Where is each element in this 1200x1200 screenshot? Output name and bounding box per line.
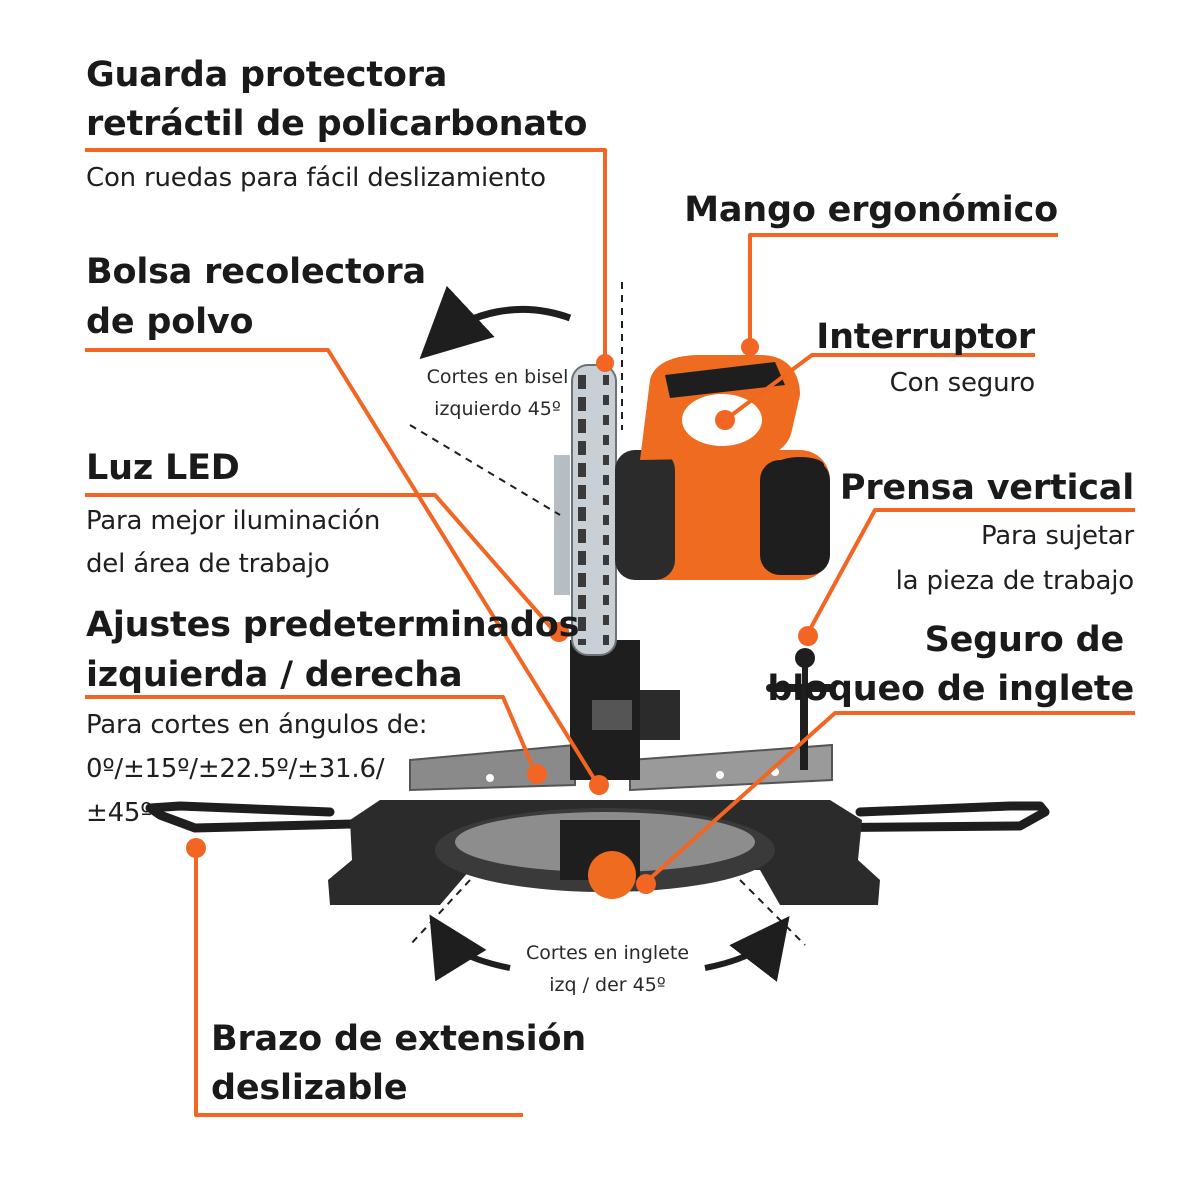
bevel-arrow	[419, 285, 572, 360]
extension-arm-right	[775, 801, 1050, 833]
miter-annotation-line2: izq / der 45º	[549, 974, 666, 996]
miter-left-line	[409, 879, 471, 946]
miter-lock-title-line2: bloqueo de inglete	[767, 669, 1134, 709]
miter-lock-title-line1: Seguro de	[924, 620, 1125, 660]
switch-description: Con seguro	[889, 368, 1036, 398]
blade-guard	[554, 364, 617, 656]
extension-arm-title-line2: deslizable	[211, 1068, 408, 1108]
led-title: Luz LED	[86, 448, 240, 488]
leader-guard	[85, 148, 607, 362]
presets-title-line2: izquierda / derecha	[86, 655, 463, 695]
miter-arrow-right	[704, 915, 790, 982]
clamp-title: Prensa vertical	[839, 468, 1134, 508]
led-description-line2: del área de trabajo	[86, 549, 330, 579]
miter-right-line	[739, 879, 806, 946]
saw-handle	[640, 355, 800, 460]
saw-base	[328, 800, 880, 905]
leader-miter-lock	[643, 711, 1135, 885]
leader-dust-bag	[85, 348, 600, 787]
guard-title-line1: Guarda protectora	[86, 55, 448, 95]
leader-dots	[186, 338, 818, 894]
presets-description-line2: 0º/±15º/±22.5º/±31.6/	[86, 754, 385, 784]
leader-switch	[723, 353, 1035, 422]
motor-housing	[615, 450, 830, 580]
clamp-description-line2: la pieza de trabajo	[895, 566, 1135, 596]
leader-extension-arm	[194, 848, 523, 1117]
extension-arm-left	[145, 801, 435, 833]
presets-description-line1: Para cortes en ángulos de:	[86, 710, 428, 740]
leader-led	[85, 493, 557, 634]
vertical-clamp	[766, 648, 834, 770]
bevel-annotation-line2: izquierdo 45º	[434, 398, 561, 420]
dust-bag-title-line1: Bolsa recolectora	[86, 252, 426, 292]
leader-handle	[748, 233, 1058, 345]
handle-title: Mango ergonómico	[684, 190, 1058, 230]
extension-arm-title-line1: Brazo de extensión	[211, 1019, 587, 1059]
leader-presets	[85, 695, 537, 773]
guard-title-line2: retráctil de policarbonato	[86, 104, 588, 144]
switch-title: Interruptor	[816, 317, 1035, 357]
presets-description-line3: ±45º	[86, 798, 153, 828]
leader-clamp	[806, 508, 1135, 634]
miter-arrow-left	[429, 914, 511, 982]
saw-column	[570, 640, 680, 780]
leader-lines	[85, 148, 1135, 1117]
guard-description: Con ruedas para fácil deslizamiento	[86, 163, 546, 193]
bevel-annotation-line1: Cortes en bisel	[426, 366, 569, 388]
bevel-angle-line	[409, 424, 561, 516]
led-description-line1: Para mejor iluminación	[86, 506, 381, 536]
clamp-description-line1: Para sujetar	[981, 521, 1134, 551]
miter-annotation-line1: Cortes en inglete	[525, 942, 690, 964]
dust-bag-title-line2: de polvo	[86, 302, 254, 342]
miter-lock-knob	[588, 851, 636, 899]
presets-title-line1: Ajustes predeterminados	[86, 605, 580, 645]
